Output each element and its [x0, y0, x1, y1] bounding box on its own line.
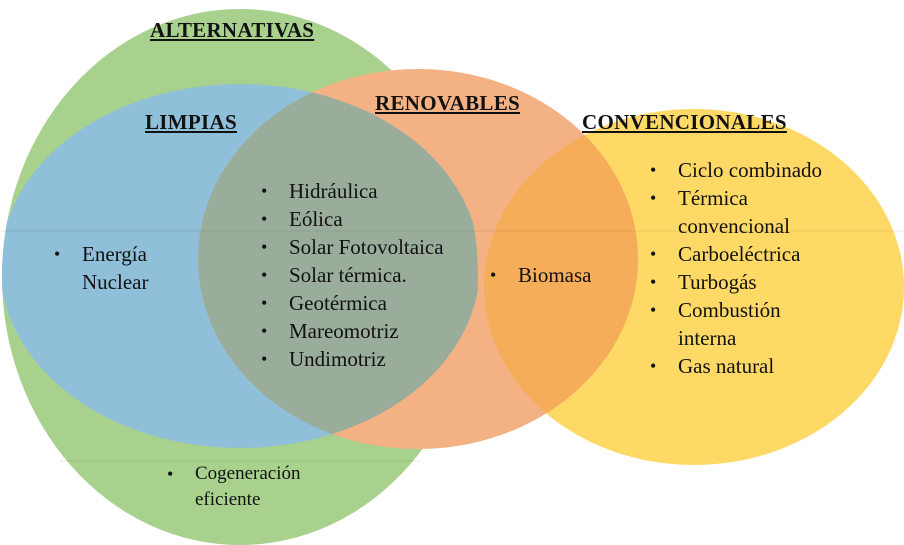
alternativas-list: Cogeneración eficiente — [165, 461, 325, 513]
list-item: Hidráulica — [259, 177, 489, 205]
center-list: Hidráulica Eólica Solar Fotovoltaica Sol… — [259, 177, 489, 373]
list-item: Solar térmica. — [259, 261, 489, 289]
list-item: Ciclo combinado — [648, 156, 833, 184]
renovables-title: RENOVABLES — [375, 91, 520, 115]
limpias-title: LIMPIAS — [145, 110, 237, 134]
list-item: Solar Fotovoltaica — [259, 233, 489, 261]
list-item: Térmica convencional — [648, 184, 833, 240]
list-item: Undimotriz — [259, 345, 489, 373]
list-item: Combustión interna — [648, 296, 833, 352]
list-item: Gas natural — [648, 352, 833, 380]
convencionales-list: Ciclo combinado Térmica convencional Car… — [648, 156, 833, 380]
list-item: Energía Nuclear — [52, 240, 202, 296]
list-item: Geotérmica — [259, 289, 489, 317]
alternativas-title: ALTERNATIVAS — [150, 18, 315, 42]
list-item: Biomasa — [488, 261, 628, 289]
list-item: Cogeneración eficiente — [165, 461, 325, 513]
list-item: Eólica — [259, 205, 489, 233]
limpias-list: Energía Nuclear — [52, 240, 202, 296]
list-item: Mareomotriz — [259, 317, 489, 345]
list-item: Carboeléctrica — [648, 240, 833, 268]
convencionales-title: CONVENCIONALES — [582, 110, 787, 134]
renovables-convencionales-list: Biomasa — [488, 261, 628, 289]
list-item: Turbogás — [648, 268, 833, 296]
